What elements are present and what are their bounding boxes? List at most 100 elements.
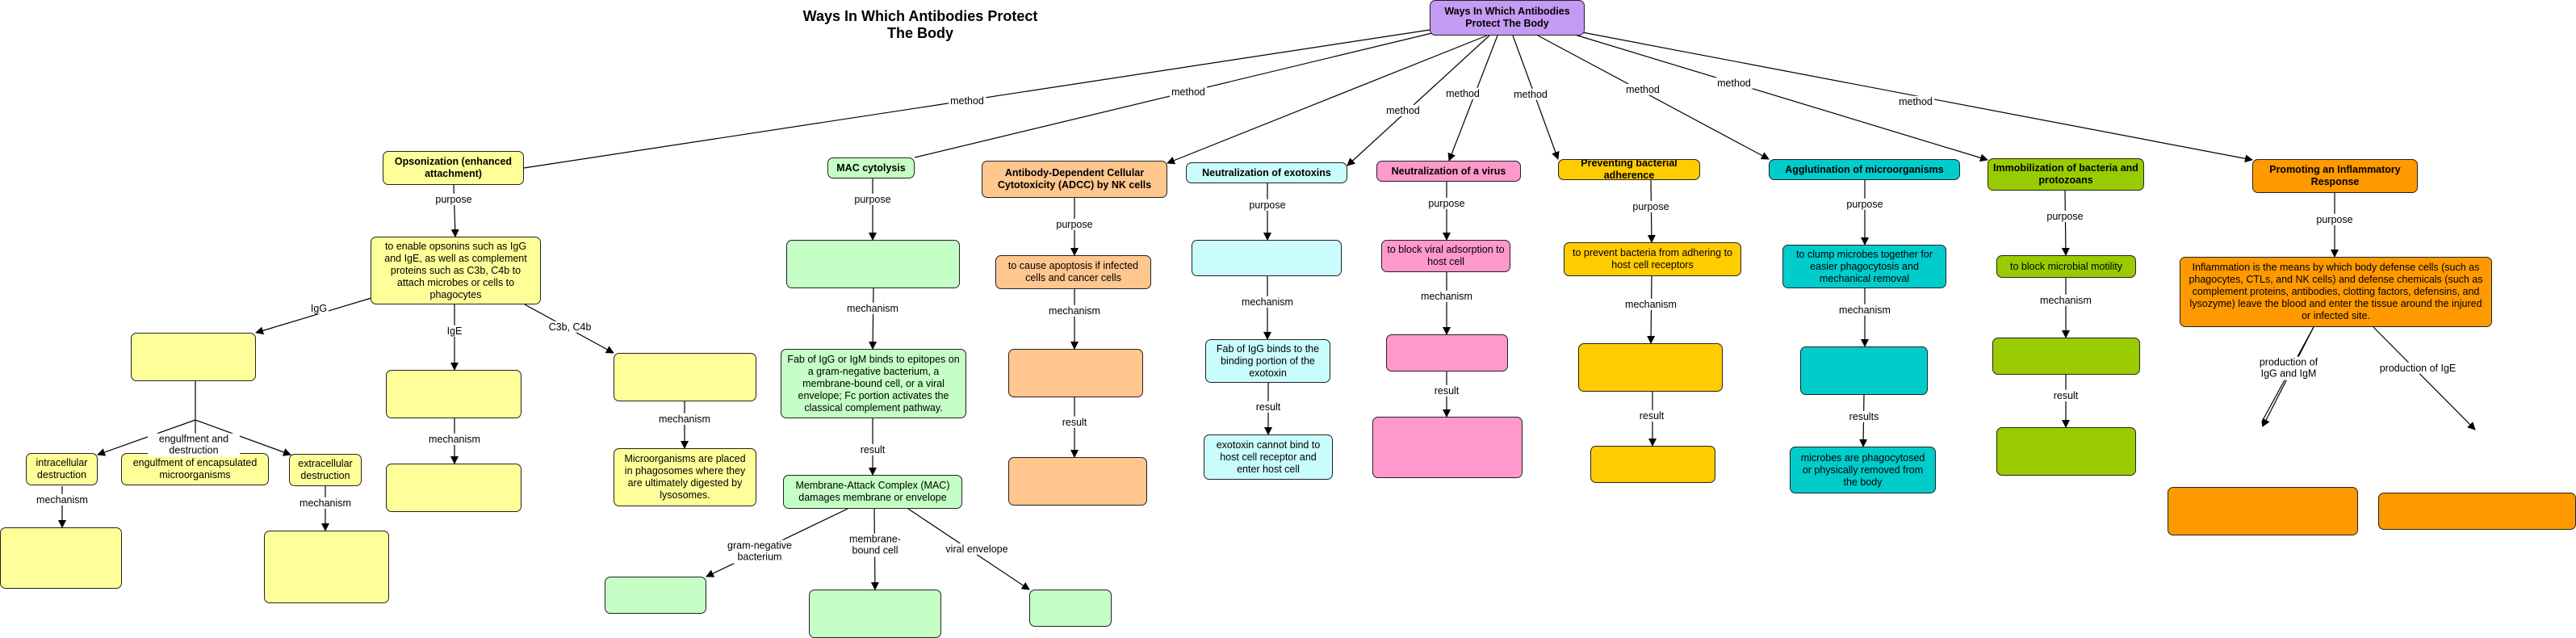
node-ops-igg	[131, 333, 256, 381]
edge-6	[1537, 35, 1770, 160]
edge-label-method: method	[1715, 77, 1753, 90]
edge-label-mechanism: mechanism	[845, 302, 900, 315]
edge-label-result: result	[1637, 409, 1666, 422]
node-neut-vir: Neutralization of a virus	[1376, 161, 1521, 182]
edge-label-mechanism: mechanism	[1240, 296, 1295, 309]
node-ops-c3b-mech: Microorganisms are placed in phagosomes …	[614, 448, 756, 506]
edge-label-method: method	[949, 94, 986, 107]
edge-label-mechanism: mechanism	[1419, 290, 1474, 303]
node-ops-extra-mech	[264, 531, 389, 603]
edge-42	[2061, 190, 2070, 256]
node-mac-purpose	[786, 240, 960, 288]
edge-label-method: method	[1444, 87, 1481, 100]
edge-label-purpose: purpose	[2045, 210, 2085, 223]
edge-label-mechanism: mechanism	[298, 497, 353, 510]
node-ops-extra: extracellular destruction	[289, 454, 362, 486]
edge-2	[1167, 35, 1488, 165]
node-mac-gram	[605, 577, 706, 614]
node-agg: Agglutination of microorganisms	[1769, 159, 1960, 180]
edge-label-results: results	[1847, 410, 1881, 423]
edge-label-method: method	[1170, 86, 1207, 99]
node-adh-purpose: to prevent bacteria from adhering to hos…	[1564, 242, 1741, 276]
node-ops-c3b	[614, 353, 756, 401]
edge-label-purpose: purpose	[1054, 218, 1095, 231]
node-neut-tox: Neutralization of exotoxins	[1186, 162, 1347, 183]
edge-14	[97, 419, 196, 456]
edge-label-mechanism: mechanism	[1623, 298, 1678, 311]
node-agg-mech	[1800, 346, 1928, 395]
edge-label-purpose: purpose	[1845, 198, 1885, 211]
node-mac-memb	[809, 590, 941, 638]
node-infl-purpose: Inflammation is the means by which body …	[2180, 257, 2492, 327]
edge-label-IgG: IgG	[308, 302, 329, 315]
node-tox-result: exotoxin cannot bind to host cell recept…	[1204, 434, 1333, 480]
node-mac-result: Membrane-Attack Complex (MAC) damages me…	[783, 475, 962, 509]
edge-7	[1566, 31, 1988, 162]
edge-label-mechanism: mechanism	[2038, 294, 2093, 307]
edge-label-result: result	[1254, 401, 1283, 413]
node-infl: Promoting an Inflammatory Response	[2252, 159, 2418, 193]
edge-label-gram-neg: gram-negative bacterium	[719, 539, 800, 564]
node-ops-intra-mech	[0, 527, 122, 589]
node-tox-mech: Fab of IgG binds to the binding portion …	[1205, 339, 1330, 383]
edge-label-mechanism: mechanism	[1837, 304, 1892, 317]
node-adh: Preventing bacterial adherence	[1558, 159, 1700, 180]
edge-label-method: method	[1624, 83, 1661, 96]
node-ops-intra: intracellular destruction	[26, 453, 98, 485]
edge-label-mechanism: mechanism	[1047, 304, 1102, 317]
edge-label-purpose: purpose	[1247, 199, 1288, 212]
node-ops-ige-mech	[386, 464, 521, 512]
edge-label-mechanism: mechanism	[35, 493, 90, 506]
edge-10	[255, 297, 372, 335]
node-adcc-result	[1008, 457, 1147, 506]
edge-label-method: method	[1384, 104, 1422, 117]
node-ops-purpose: to enable opsonins such as IgG and IgE, …	[371, 237, 541, 304]
node-adcc: Antibody-Dependent Cellular Cytotoxicity…	[982, 161, 1167, 198]
node-tox-purpose	[1192, 240, 1342, 276]
edge-label-purpose: purpose	[852, 193, 893, 206]
edge-label-method: method	[1897, 95, 1934, 108]
node-ops-ige	[386, 370, 521, 418]
edge-label-purpose: purpose	[1631, 200, 1671, 213]
node-ops-encaps: engulfment of encapsulated microorganism…	[121, 453, 269, 485]
edge-label-purpose: purpose	[2314, 213, 2355, 226]
edge-9	[450, 184, 459, 237]
node-immob: Immobilization of bacteria and protozoan…	[1987, 158, 2144, 191]
node-immob-purpose: to block microbial motility	[1996, 255, 2136, 278]
node-mac-mech: Fab of IgG or IgM binds to epitopes on a…	[781, 349, 966, 418]
edge-label-result: result	[2051, 389, 2080, 402]
node-vir-result	[1372, 417, 1523, 478]
node-agg-result: microbes are phagocytosed or physically …	[1790, 447, 1936, 493]
node-adcc-mech	[1008, 349, 1143, 397]
node-root: Ways In Which Antibodies Protect The Bod…	[1430, 0, 1585, 36]
edge-label-prod-ige: production of IgE	[2377, 362, 2458, 375]
edge-label-memb-cell: membrane-bound cell	[835, 533, 915, 557]
edge-label-mechanism: mechanism	[657, 413, 712, 426]
node-infl-ige	[2378, 493, 2576, 530]
edge-16	[195, 419, 291, 456]
node-agg-purpose: to clump microbes together for easier ph…	[1782, 245, 1946, 288]
edge-3	[1347, 35, 1490, 166]
edge-label-result: result	[1060, 416, 1089, 429]
node-adh-result	[1590, 446, 1715, 483]
node-infl-igm	[2168, 487, 2358, 535]
edge-label-viral-env: viral envelope	[936, 543, 1017, 556]
edge-49	[2373, 326, 2476, 430]
edge-label-purpose: purpose	[1426, 197, 1467, 210]
edge-label-C3b-C4b: C3b, C4b	[547, 321, 593, 334]
edge-label-engulfment: engulfment and destruction	[148, 433, 240, 457]
node-mac-viral	[1029, 590, 1112, 627]
node-ops: Opsonization (enhanced attachment)	[383, 151, 524, 185]
node-adh-mech	[1578, 343, 1723, 392]
node-vir-purpose: to block viral adsorption to host cell	[1381, 240, 1510, 272]
node-immob-result	[1996, 427, 2136, 476]
node-immob-mech	[1992, 338, 2140, 375]
edge-label-purpose: purpose	[434, 193, 474, 206]
edge-label-result: result	[858, 443, 887, 456]
edge-label-mechanism: mechanism	[427, 433, 482, 446]
node-vir-mech	[1386, 334, 1508, 371]
diagram-title: Ways In Which Antibodies Protect The Bod…	[802, 8, 1038, 41]
edge-label-prod-igm: production of IgG and IgM	[2248, 356, 2329, 380]
edge-label-method: method	[1512, 88, 1549, 101]
node-adcc-purpose: to cause apoptosis if infected cells and…	[995, 255, 1151, 289]
